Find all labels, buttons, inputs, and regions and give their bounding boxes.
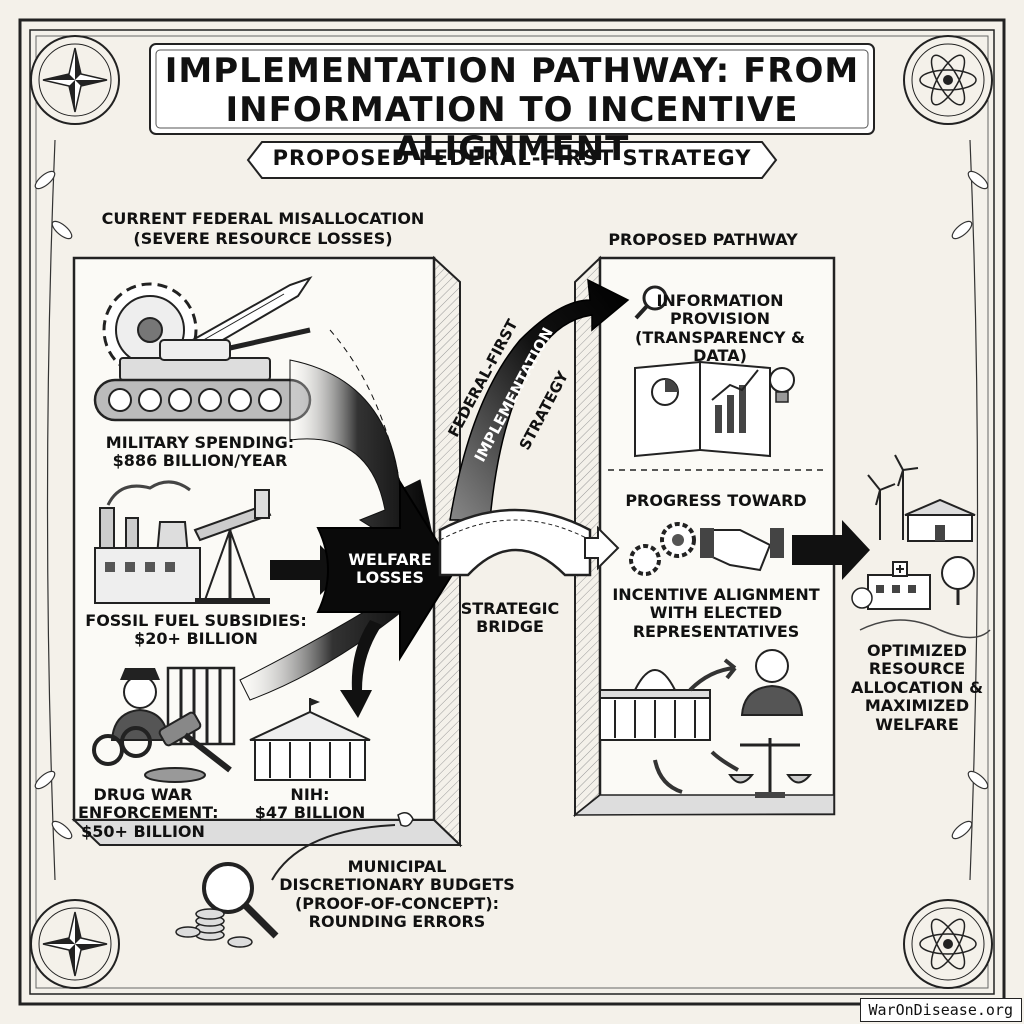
- nih-label: NIH: $47 BILLION: [254, 785, 366, 823]
- progress-arrow: [792, 520, 870, 580]
- credit-badge[interactable]: WarOnDisease.org: [859, 998, 1022, 1022]
- compass-icon: [30, 899, 120, 989]
- oil-pump-icon: [193, 489, 272, 604]
- politician-icon: [740, 649, 804, 716]
- gear-icon: [629, 522, 696, 576]
- atom-icon: [903, 35, 993, 125]
- scales-icon: [728, 738, 813, 798]
- lightbulb-icon: [769, 367, 795, 403]
- federal-first-strategy-arrow: [449, 278, 630, 521]
- landscape-path: [859, 619, 991, 639]
- municipal-budgets-label: MUNICIPAL DISCRETIONARY BUDGETS (PROOF-O…: [279, 857, 515, 932]
- subtitle-banner: [246, 141, 778, 179]
- incentive-alignment-label: INCENTIVE ALIGNMENT WITH ELECTED REPRESE…: [612, 585, 820, 641]
- capitol-building-icon: [599, 669, 711, 741]
- report-book-icon: [634, 360, 771, 458]
- tank-icon: [93, 327, 312, 422]
- left-heading-line1: CURRENT FEDERAL MISALLOCATION: [101, 209, 425, 228]
- handcuffs-icon: [92, 726, 152, 766]
- outcome-label: OPTIMIZED RESOURCE ALLOCATION & MAXIMIZE…: [850, 641, 984, 734]
- page-title-line2: INFORMATION TO INCENTIVE ALIGNMENT: [225, 90, 799, 170]
- information-provision-label: INFORMATION PROVISION (TRANSPARENCY & DA…: [635, 291, 805, 366]
- welfare-losses-label: WELFARE LOSSES: [348, 550, 432, 588]
- laurel-icon: [34, 139, 989, 881]
- municipal-connector-arrow: [271, 824, 396, 881]
- capitol-building-icon: [249, 698, 371, 781]
- magnifier-icon: [202, 862, 279, 939]
- fossil-fuel-label: FOSSIL FUEL SUBSIDIES: $20+ BILLION: [85, 611, 307, 649]
- tree-icon: [851, 556, 975, 609]
- handshake-icon: [700, 528, 784, 572]
- cycle-arrows: [653, 658, 739, 794]
- magnifier-icon: [634, 285, 668, 320]
- page-subtitle: PROPOSED FEDERAL-FIRST STRATEGY: [272, 146, 752, 170]
- right-heading: PROPOSED PATHWAY: [608, 230, 798, 249]
- ornate-frame: [18, 18, 1006, 1006]
- magnifier-small-icon: [397, 812, 414, 827]
- strategic-bridge-label: STRATEGIC BRIDGE: [460, 599, 560, 637]
- hospital-icon: [867, 561, 931, 610]
- compass-icon: [30, 35, 120, 125]
- bridge-icon: [438, 508, 620, 577]
- coins-icon: [175, 908, 253, 948]
- military-spending-label: MILITARY SPENDING: $886 BILLION/YEAR: [105, 433, 295, 471]
- school-icon: [904, 498, 976, 542]
- atom-icon: [903, 899, 993, 989]
- title-banner: [149, 43, 875, 135]
- factory-icon: [94, 480, 201, 604]
- gavel-icon: [144, 711, 232, 783]
- drug-war-label: DRUG WAR ENFORCEMENT: $50+ BILLION: [78, 785, 219, 841]
- progress-toward-label: PROGRESS TOWARD: [625, 491, 807, 510]
- left-heading-line2: (SEVERE RESOURCE LOSSES): [133, 229, 393, 248]
- page-title-line1: IMPLEMENTATION PATHWAY: FROM: [164, 51, 860, 91]
- wind-turbine-icon: [867, 454, 919, 540]
